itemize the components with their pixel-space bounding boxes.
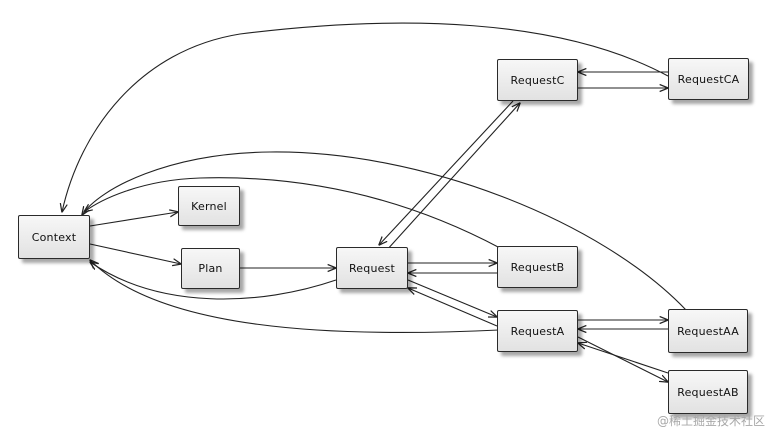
node-label: RequestB [510,260,565,274]
edge-request-requestc [385,103,520,252]
node-request-ab: RequestAB [668,370,748,414]
node-plan: Plan [181,248,240,289]
edge-request-context [90,262,337,300]
edge-requestaa-context [82,151,687,311]
node-request-ca: RequestCA [668,58,749,100]
node-request-b: RequestB [497,246,578,288]
watermark: @稀土掘金技术社区 [656,414,765,428]
node-label: Plan [198,262,223,275]
edge-requesta-requestab [577,336,668,382]
edge-requestb-context [84,177,501,249]
edge-requestab-requesta [578,343,669,374]
node-label: Context [31,230,77,244]
edge-request-requesta [407,279,497,317]
node-request: Request [336,247,408,289]
edge-requesta-request [408,288,498,327]
edge-context-plan [89,243,181,264]
node-label: RequestA [510,324,565,338]
edge-requestc-request [379,100,514,245]
node-context: Context [18,215,90,259]
node-request-c: RequestC [497,59,578,101]
node-label: RequestCA [677,72,740,86]
node-label: Request [348,261,396,275]
edge-context-kernel [89,212,178,227]
node-request-a: RequestA [497,310,578,352]
edge-requesta-context [90,260,500,334]
node-label: RequestAB [677,385,739,399]
node-kernel: Kernel [178,186,240,226]
node-label: RequestC [510,73,565,87]
node-label: Kernel [191,199,227,213]
node-request-aa: RequestAA [668,309,748,353]
edge-requestca-context [62,22,669,212]
node-label: RequestAA [677,324,739,338]
